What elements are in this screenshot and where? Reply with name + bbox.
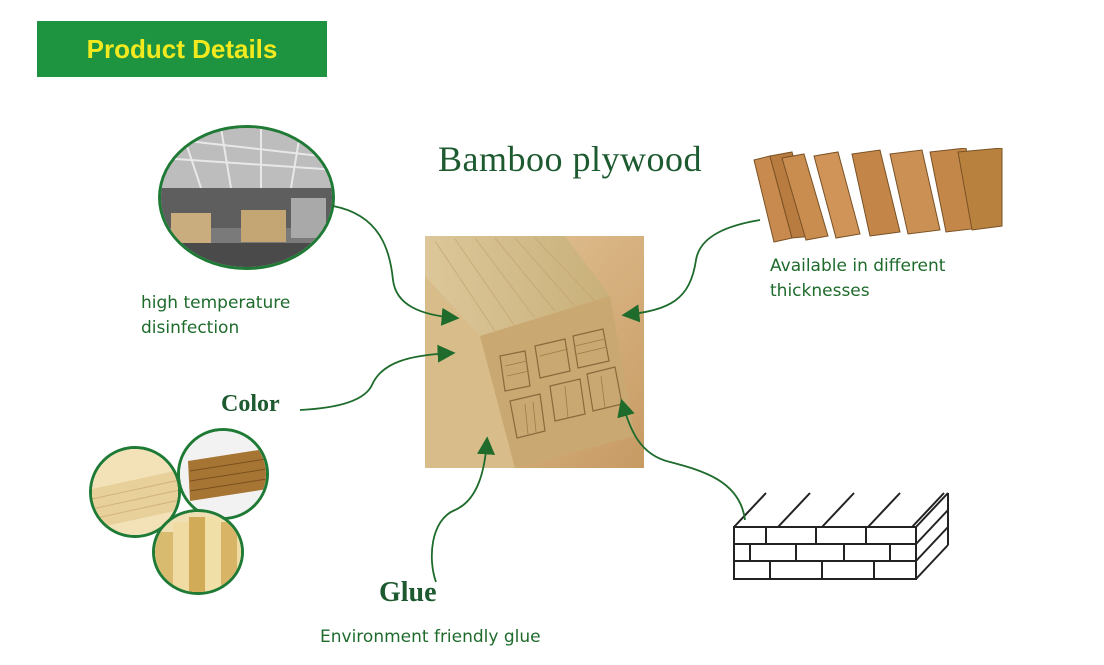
thickness-line-2: thicknesses [770, 281, 870, 301]
thickness-label: Available in different thicknesses [770, 254, 945, 304]
arrow-glue [430, 436, 496, 583]
thickness-boards-image [752, 147, 1004, 248]
arrow-color [299, 344, 456, 411]
product-details-banner: Product Details [37, 21, 327, 77]
disinfection-line-2: disinfection [141, 318, 240, 338]
bamboo-block-image [425, 236, 644, 468]
glue-description: Environment friendly glue [320, 627, 541, 647]
color-sample-natural [89, 446, 181, 538]
banner-title: Product Details [86, 33, 278, 64]
disinfection-line-1: high temperature [141, 293, 291, 313]
color-sample-carbonized [177, 428, 269, 520]
page-title: Bamboo plywood [438, 139, 702, 179]
arrow-disinfection [332, 205, 460, 326]
arrow-layers [617, 398, 746, 521]
glue-label: Glue [379, 577, 437, 608]
color-sample-stripe [152, 509, 244, 595]
disinfection-label: high temperature disinfection [141, 291, 290, 341]
arrow-thickness [621, 219, 761, 323]
thickness-line-1: Available in different [770, 256, 946, 276]
color-label: Color [221, 391, 280, 417]
plywood-layer-diagram [726, 485, 958, 583]
